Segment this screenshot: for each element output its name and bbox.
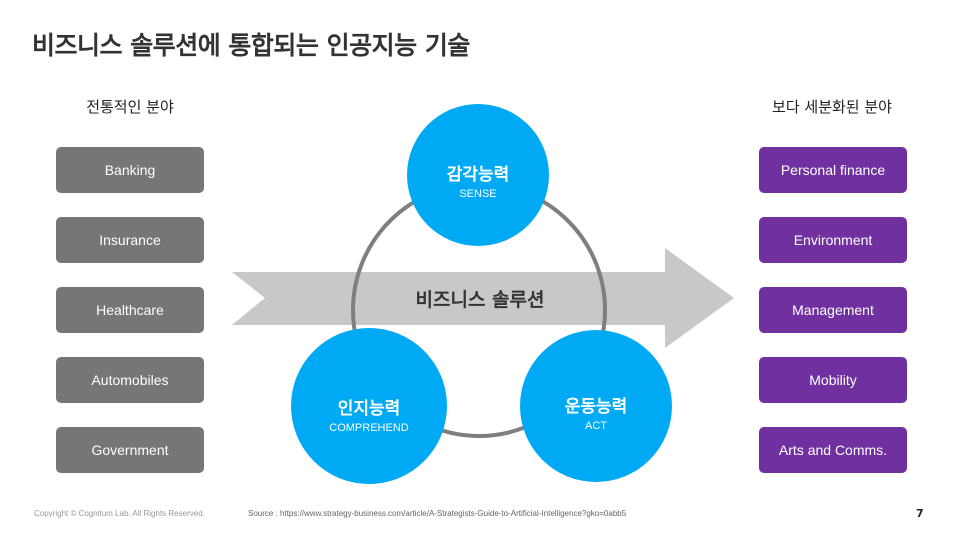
specialized-field-management: Management — [759, 287, 907, 333]
page-number: 7 — [916, 507, 924, 520]
specialized-field-mobility: Mobility — [759, 357, 907, 403]
arrow-label: 비즈니스 솔루션 — [415, 289, 545, 311]
traditional-field-automobiles: Automobiles — [56, 357, 204, 403]
act-title: 운동능력 — [564, 397, 628, 417]
sense-subtitle: SENSE — [459, 188, 497, 200]
comprehend-subtitle: COMPREHEND — [329, 422, 409, 434]
act-node: 운동능력 ACT — [526, 392, 666, 432]
right-column-heading: 보다 세분화된 분야 — [772, 98, 892, 116]
sense-bubble — [407, 104, 549, 246]
specialized-field-arts-and-comms: Arts and Comms. — [759, 427, 907, 473]
traditional-field-insurance: Insurance — [56, 217, 204, 263]
traditional-field-government: Government — [56, 427, 204, 473]
traditional-field-healthcare: Healthcare — [56, 287, 204, 333]
slide-title: 비즈니스 솔루션에 통합되는 인공지능 기술 — [32, 31, 470, 60]
sense-title: 감각능력 — [446, 165, 510, 185]
act-subtitle: ACT — [585, 420, 607, 432]
copyright-notice: Copyright © Cognitum Lab. All Rights Res… — [34, 509, 205, 518]
comprehend-bubble — [291, 328, 447, 484]
source-citation: Source : https://www.strategy-business.c… — [248, 509, 627, 518]
comprehend-node: 인지능력 COMPREHEND — [294, 394, 444, 434]
traditional-field-banking: Banking — [56, 147, 204, 193]
act-bubble — [520, 330, 672, 482]
specialized-field-environment: Environment — [759, 217, 907, 263]
specialized-field-personal-finance: Personal finance — [759, 147, 907, 193]
left-column-heading: 전통적인 분야 — [86, 98, 174, 116]
comprehend-title: 인지능력 — [337, 399, 401, 419]
sense-node: 감각능력 SENSE — [408, 160, 548, 200]
